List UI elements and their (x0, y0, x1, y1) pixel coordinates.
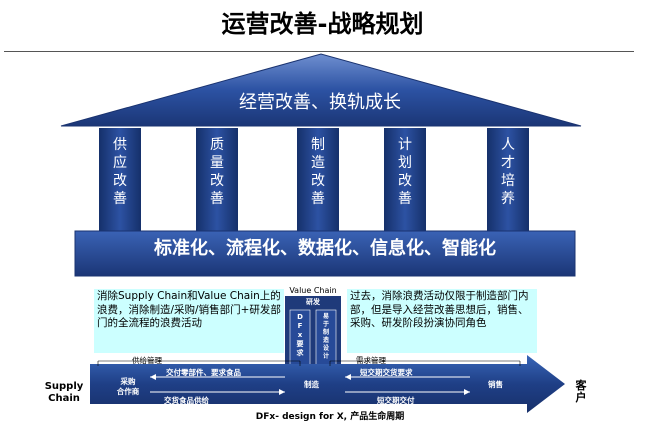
roof (60, 53, 582, 127)
foundation (74, 230, 576, 277)
flow-left-top: 交付零部件、要求食品 (166, 368, 241, 377)
pillar-label-planning: 计划改善 (398, 137, 412, 207)
supply-management-label: 供给管理 (132, 356, 162, 365)
manufacture-label: 制造 (304, 380, 319, 389)
pillar-label-talent: 人才培养 (501, 137, 515, 207)
supply-chain-arrow (90, 355, 565, 413)
foundation-label: 标准化、流程化、数据化、信息化、智能化 (154, 238, 496, 259)
pillar-manufacturing (297, 128, 339, 231)
pillar-planning (384, 128, 426, 231)
flow-left-bottom: 交货食品供给 (164, 396, 209, 405)
flow-right-bottom: 短交期交付 (377, 396, 415, 405)
pillar-label-supply: 供应改善 (113, 137, 127, 207)
customer-label: 客户 (575, 379, 587, 404)
sales-label: 销售 (488, 380, 503, 389)
pillar-quality (196, 128, 238, 231)
purchase-partner-label: 采购合作商 (116, 377, 140, 396)
pillar-supply (99, 128, 141, 231)
value-chain-label: Value Chain (289, 286, 337, 295)
value-chain-top-text: 研发 (306, 298, 320, 306)
value-chain-dfm: 易于制造设计 (322, 313, 329, 360)
demand-management-label: 需求管理 (356, 356, 386, 365)
roof-label: 经营改善、换轨成长 (239, 92, 401, 113)
note-right: 过去，消除浪费活动仅限于制造部门内部，但是导入经营改善思想后，销售、采购、研发阶… (347, 289, 537, 353)
dfx-caption: DFx- design for X, 产品生命周期 (255, 412, 405, 422)
pillar-label-manufacturing: 制造改善 (311, 137, 325, 207)
pillar-label-quality: 质量改善 (210, 137, 224, 207)
page-title: 运营改善-战略规划 (221, 10, 424, 38)
note-left: 消除Supply Chain和Value Chain上的浪费，消除制造/采购/销… (94, 289, 284, 353)
pillar-talent (487, 128, 529, 231)
title-divider (4, 51, 634, 52)
flow-right-top: 短交期交货要求 (360, 368, 413, 377)
